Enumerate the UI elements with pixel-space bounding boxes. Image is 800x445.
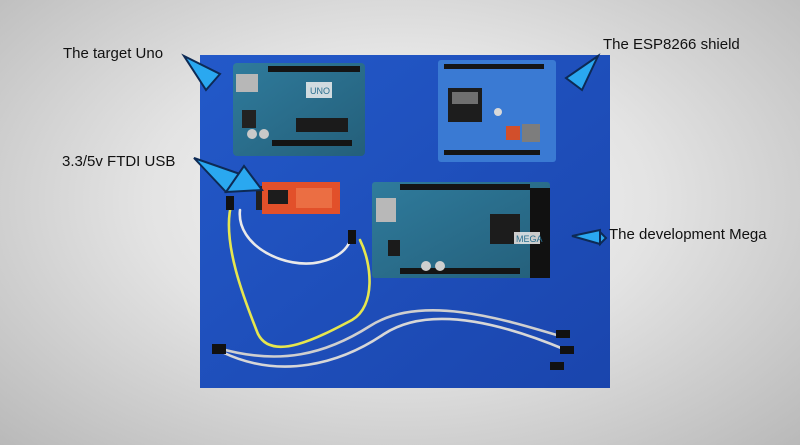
label-esp8266-shield: The ESP8266 shield [603,36,740,53]
jumper-wires [212,196,574,370]
esp8266-shield-board [438,60,556,162]
uno-marking: UNO [310,86,330,96]
arduino-mega-board: MEGA [372,182,550,278]
arrow-to-ftdi-icon [193,157,264,194]
arrow-to-esp8266-icon [564,53,601,92]
ftdi-usb-board [256,182,340,214]
arduino-uno-board: UNO [233,63,365,156]
label-target-uno: The target Uno [63,45,164,62]
arrow-to-uno-icon [181,53,222,92]
label-development-mega: The development Mega [609,226,767,243]
mega-marking: MEGA [516,234,543,244]
arrow-to-mega-icon [571,228,608,247]
label-ftdi-usb: 3.3/5v FTDI USB [62,153,176,170]
